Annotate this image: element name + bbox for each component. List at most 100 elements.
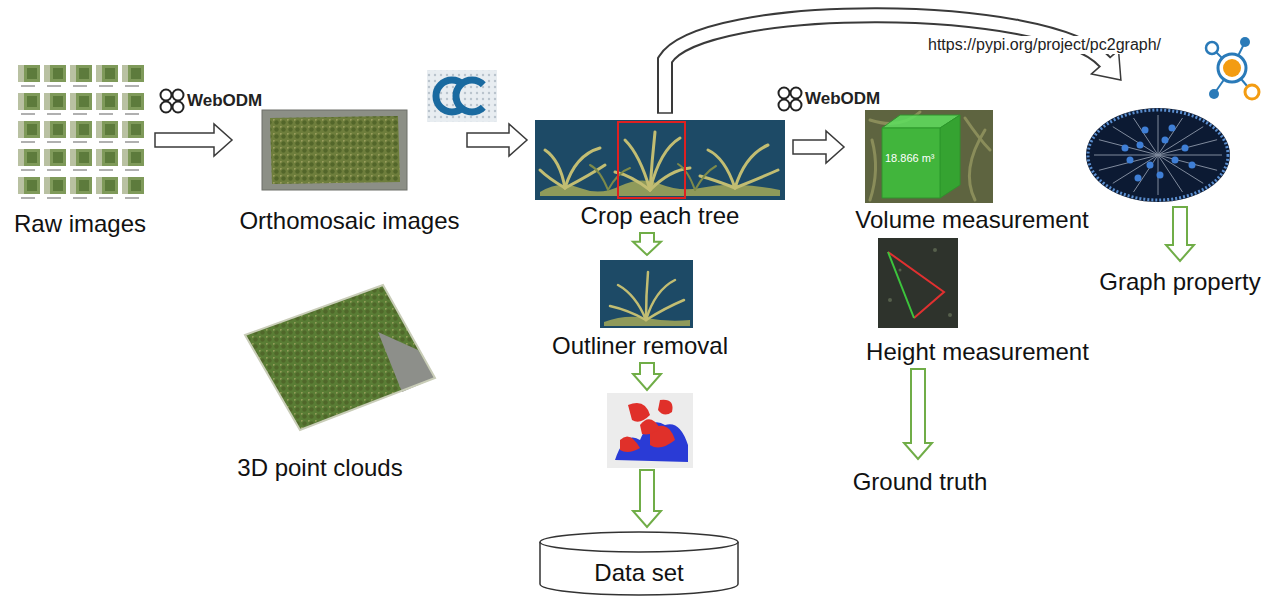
crop-point-cloud-part-part xyxy=(678,164,695,190)
orthomosaic-image-part xyxy=(270,116,400,184)
block-arrow xyxy=(155,124,232,156)
crop-point-cloud-part-part xyxy=(700,176,735,188)
network-logo-part xyxy=(1206,42,1218,54)
graph-image-part-part xyxy=(1147,162,1154,169)
crop-point-cloud-part xyxy=(540,132,778,190)
webodm-logo-part xyxy=(173,102,184,113)
cloudcompare-logo-part xyxy=(456,80,483,112)
crop-point-cloud-part-part xyxy=(565,165,605,188)
orthomosaic-image xyxy=(262,110,407,190)
block-arrow xyxy=(633,233,661,255)
graph-image-part xyxy=(1088,110,1228,200)
block-arrow xyxy=(633,363,661,390)
graph-image-part-part xyxy=(1099,155,1158,170)
graph-image-part-part xyxy=(1158,127,1203,155)
cloudcompare-logo xyxy=(427,70,497,122)
height-photo-part-part xyxy=(948,313,952,317)
flow-arrow xyxy=(155,124,232,156)
flow-arrow xyxy=(904,369,932,459)
graph-image-part-part xyxy=(1142,127,1149,134)
webodm-logo xyxy=(161,90,184,113)
network-logo xyxy=(1206,37,1259,99)
segmented-tree-part xyxy=(607,393,693,468)
volume-photo-part xyxy=(865,110,993,203)
graph-image-part xyxy=(1094,115,1222,195)
graph-image-part-part xyxy=(1099,140,1158,155)
volume-photo-part xyxy=(882,128,940,198)
outlier-removed-tree-part-part xyxy=(646,280,675,320)
graph-image-part xyxy=(1086,108,1230,202)
crop-point-cloud-part-part xyxy=(650,132,655,190)
graph-image-part-part xyxy=(1172,157,1179,164)
cloudcompare-logo-part xyxy=(427,70,497,122)
flow-arrow xyxy=(467,124,527,156)
graph-image-part-part xyxy=(1157,172,1164,179)
crop-point-cloud-part-part xyxy=(590,165,608,190)
graph-image-part-part xyxy=(1189,162,1196,169)
outlier-removed-tree-part-part xyxy=(610,306,646,320)
graph-property: Graph property xyxy=(1090,264,1270,296)
outlier-removed-tree-part xyxy=(600,260,693,328)
block-arrow xyxy=(1166,207,1194,261)
block-arrow xyxy=(467,124,527,156)
crop-point-cloud-part xyxy=(535,120,785,200)
block-arrow xyxy=(904,369,932,459)
graph-image-part-part xyxy=(1169,125,1176,132)
flow-arrow xyxy=(793,131,844,163)
network-logo-part xyxy=(1223,59,1241,77)
step-crop: Crop each tree xyxy=(530,115,790,230)
volume-photo-part-part xyxy=(870,140,876,200)
node-caption: Outliner removal xyxy=(552,332,728,360)
volume-photo-part xyxy=(940,115,960,198)
node-caption: Graph property xyxy=(1099,268,1260,296)
graph-image-part-part xyxy=(1158,118,1183,155)
height-photo-part xyxy=(888,252,944,318)
graph-image xyxy=(1086,108,1230,202)
point-cloud-3d-part xyxy=(245,285,435,430)
graph-image-part-part xyxy=(1134,155,1159,192)
crop-point-cloud-part-part xyxy=(735,170,778,188)
graph-image-part-part xyxy=(1162,137,1169,144)
outlier-removed-tree-part-part xyxy=(618,285,646,320)
height-photo-part-part xyxy=(933,248,937,252)
graph-image-part-part xyxy=(1137,142,1144,149)
tool-name: WebODM xyxy=(187,91,262,111)
curved-arrow-tail xyxy=(657,112,673,114)
segmented-tree-part xyxy=(620,436,640,452)
step-orthomosaic: Orthomosaic images xyxy=(235,105,464,235)
block-arrow xyxy=(633,470,661,527)
segmented-tree-part xyxy=(640,419,660,434)
point-cloud-3d-part xyxy=(245,285,435,430)
network-logo-part xyxy=(1245,85,1259,99)
webodm-logo-part xyxy=(173,90,184,101)
graph-image-part-part xyxy=(1158,155,1217,170)
edge-url-label: https://pypi.org/project/pc2graph/ xyxy=(925,36,1164,54)
webodm-logo-part xyxy=(161,90,172,101)
block-arrow xyxy=(793,131,844,163)
network-logo-part xyxy=(1218,54,1246,82)
crop-point-cloud-part xyxy=(618,122,685,198)
crop-point-cloud-part-part xyxy=(695,166,716,190)
segmented-tree-part xyxy=(658,400,673,415)
volume-value: 18.866 m³ xyxy=(885,152,935,164)
segmented-tree xyxy=(607,393,693,468)
network-logo-part xyxy=(1209,89,1219,99)
webodm-logo xyxy=(779,88,802,111)
height-photo-part xyxy=(888,252,914,318)
node-caption: Orthomosaic images xyxy=(239,207,459,235)
height-photo xyxy=(878,238,958,328)
graph-image-part-part xyxy=(1158,155,1203,183)
point-cloud-3d xyxy=(245,285,435,430)
cylinder-top xyxy=(540,532,738,552)
outlier-removed-tree-part-part xyxy=(646,272,648,320)
node-caption: Height measurement xyxy=(866,338,1089,366)
flow-arrow xyxy=(633,233,661,255)
outlier-removed-tree xyxy=(600,260,693,328)
height-photo-part-part xyxy=(888,298,892,302)
curved-arrow-fill xyxy=(665,15,1107,113)
network-logo-part xyxy=(1240,37,1250,47)
webodm-logo-part xyxy=(791,100,802,111)
point-cloud-3d-part xyxy=(245,285,435,430)
